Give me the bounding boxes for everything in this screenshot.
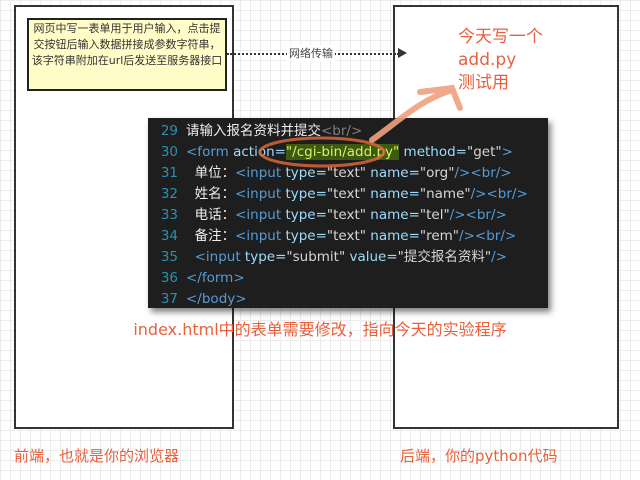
code-line: 30<form action="/cgi-bin/add.py" method=… xyxy=(148,142,548,163)
line-number: 31 xyxy=(160,165,178,181)
code-token: value= xyxy=(345,249,398,265)
line-number: 32 xyxy=(160,186,178,202)
code-token: "/cgi-bin/add.py" xyxy=(285,144,400,160)
code-token: "提交报名资料" xyxy=(397,249,492,265)
code-token: 电话： xyxy=(186,207,236,223)
code-token: "tel" xyxy=(419,207,450,223)
code-token: 姓名： xyxy=(186,186,236,202)
code-token: name= xyxy=(366,228,420,244)
line-number: 37 xyxy=(160,291,178,307)
code-token: </body> xyxy=(186,291,247,307)
code-token: <input xyxy=(235,186,286,202)
code-token: type= xyxy=(285,228,327,244)
code-token: "text" xyxy=(326,186,366,202)
code-line: 31 单位：<input type="text" name="org"/><br… xyxy=(148,163,548,184)
caption: index.html中的表单需要修改，指向今天的实验程序 xyxy=(133,320,507,339)
backend-annotation: 今天写一个 add.py 测试用 xyxy=(458,26,543,95)
code-token: 单位： xyxy=(186,165,236,181)
annotation-arrow xyxy=(369,84,463,143)
code-token: name= xyxy=(366,186,420,202)
code-token: /><br/> xyxy=(459,228,517,244)
highlight-circle xyxy=(258,136,386,168)
code-token: "get" xyxy=(467,144,502,160)
frontend-label: 前端，也就是你的浏览器 xyxy=(14,447,180,465)
code-token: <input xyxy=(186,249,245,265)
code-token: type= xyxy=(285,207,327,223)
code-token: "rem" xyxy=(419,228,460,244)
line-number: 30 xyxy=(160,144,178,160)
code-token: /><br/> xyxy=(454,165,512,181)
code-token: <input xyxy=(235,228,286,244)
line-number: 34 xyxy=(160,228,178,244)
annotation-line: add.py xyxy=(458,50,517,70)
code-line: 32 姓名：<input type="text" name="name"/><b… xyxy=(148,184,548,205)
code-token: type= xyxy=(285,165,327,181)
code-token: type= xyxy=(285,186,327,202)
code-token: <input xyxy=(235,165,286,181)
code-token: "org" xyxy=(419,165,455,181)
code-token: "name" xyxy=(419,186,471,202)
code-token: /><br/> xyxy=(470,186,528,202)
line-number: 29 xyxy=(160,123,178,139)
code-token: <form xyxy=(186,144,234,160)
frontend-note: 网页中写一表单用于用户输入，点击提交按钮后输入数据拼接成参数字符串，该字符串附加… xyxy=(27,18,227,91)
arrowhead-icon xyxy=(398,48,407,58)
code-token: /><br/> xyxy=(449,207,507,223)
code-line: 29 请输入报名资料并提交<br/> xyxy=(148,121,548,142)
code-line: 33 电话：<input type="text" name="tel"/><br… xyxy=(148,205,548,226)
code-token: "text" xyxy=(326,165,366,181)
code-token: name= xyxy=(366,165,420,181)
code-token: 请输入报名资料并提交 xyxy=(186,123,321,139)
annotation-line: 今天写一个 xyxy=(458,27,543,47)
line-number: 36 xyxy=(160,270,178,286)
code-token: "text" xyxy=(326,228,366,244)
code-token: name= xyxy=(366,207,420,223)
code-token: <br/> xyxy=(321,123,363,139)
code-token: method= xyxy=(399,144,467,160)
network-label: 网络传输 xyxy=(287,45,335,61)
backend-label: 后端，你的python代码 xyxy=(400,447,558,465)
code-token: </form> xyxy=(186,270,245,286)
code-token: <input xyxy=(235,207,286,223)
code-line: 34 备注：<input type="text" name="rem"/><br… xyxy=(148,226,548,247)
code-token: /> xyxy=(491,249,507,265)
code-line: 35 <input type="submit" value="提交报名资料"/> xyxy=(148,247,548,268)
annotation-line: 测试用 xyxy=(458,73,509,93)
code-token: > xyxy=(501,144,513,160)
code-token: 备注： xyxy=(186,228,236,244)
code-token: "submit" xyxy=(286,249,346,265)
line-number: 35 xyxy=(160,249,178,265)
code-token: type= xyxy=(244,249,287,265)
line-number: 33 xyxy=(160,207,178,223)
code-line: 36 </form> xyxy=(148,268,548,289)
code-line: 37 </body> xyxy=(148,289,548,308)
code-token: "text" xyxy=(326,207,366,223)
